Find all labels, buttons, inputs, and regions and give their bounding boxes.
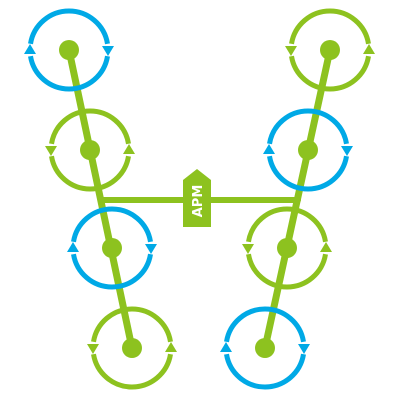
motor-right-3 xyxy=(242,206,332,290)
rotation-arrow-icon xyxy=(263,144,275,154)
motor-left-1 xyxy=(24,8,114,92)
rotation-arrow-icon xyxy=(220,342,232,352)
rotation-arrow-icon xyxy=(242,244,254,254)
rotation-arrow-icon xyxy=(24,44,36,54)
apm-label: APM xyxy=(191,185,206,218)
rotation-arrow-icon xyxy=(285,46,297,56)
rotor-ring-right-3 xyxy=(246,206,328,243)
rotor-ring-left-2 xyxy=(49,108,131,145)
rotor-ring-left-2 xyxy=(49,155,131,192)
motor-hub-left-4 xyxy=(122,338,142,358)
apm-box xyxy=(183,169,211,227)
rotation-arrow-icon xyxy=(102,46,114,56)
rotor-ring-left-1 xyxy=(28,8,110,45)
rotor-ring-right-2 xyxy=(267,155,349,192)
rotation-arrow-icon xyxy=(67,242,79,252)
rotor-ring-right-4 xyxy=(224,306,306,343)
motor-right-2 xyxy=(263,108,353,192)
rotation-arrow-icon xyxy=(165,342,177,352)
rotor-ring-right-1 xyxy=(289,55,371,92)
motor-hub-right-2 xyxy=(298,140,318,160)
rotation-arrow-icon xyxy=(87,344,99,354)
motor-right-1 xyxy=(285,8,375,92)
motor-hub-left-1 xyxy=(59,40,79,60)
motor-left-4 xyxy=(87,306,177,390)
rotor-ring-right-4 xyxy=(224,353,306,390)
rotor-ring-right-2 xyxy=(267,108,349,145)
motor-hub-right-1 xyxy=(320,40,340,60)
rotation-arrow-icon xyxy=(363,44,375,54)
rotor-ring-left-3 xyxy=(71,206,153,243)
rotation-arrow-icon xyxy=(341,146,353,156)
rotor-ring-left-4 xyxy=(91,306,173,343)
rotors xyxy=(24,8,375,390)
rotation-arrow-icon xyxy=(145,244,157,254)
motor-left-3 xyxy=(67,206,157,290)
rotor-ring-left-1 xyxy=(28,55,110,92)
motor-hub-left-3 xyxy=(102,238,122,258)
rotation-arrow-icon xyxy=(123,144,135,154)
rotor-ring-left-4 xyxy=(91,353,173,390)
motor-left-2 xyxy=(45,108,135,192)
motor-hub-right-3 xyxy=(277,238,297,258)
motor-right-4 xyxy=(220,306,310,390)
apm-controller: APM xyxy=(183,169,211,227)
motor-hub-left-2 xyxy=(80,140,100,160)
rotor-ring-right-3 xyxy=(246,253,328,290)
motor-hub-right-4 xyxy=(255,338,275,358)
rotor-ring-left-3 xyxy=(71,253,153,290)
rotor-ring-right-1 xyxy=(289,8,371,45)
rotation-arrow-icon xyxy=(320,242,332,252)
rotation-arrow-icon xyxy=(45,146,57,156)
rotation-arrow-icon xyxy=(298,344,310,354)
